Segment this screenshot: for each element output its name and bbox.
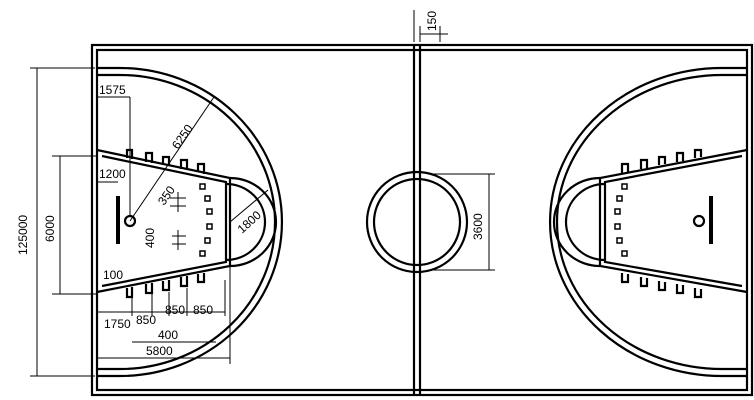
right-free-throw-circle-inner — [564, 182, 606, 262]
label-lane-1750: 1750 — [104, 317, 131, 331]
label-6000: 6000 — [43, 215, 57, 242]
label-100: 100 — [103, 268, 123, 282]
label-150: 150 — [425, 11, 439, 31]
left-key-inner — [101, 154, 228, 288]
label-350: 350 — [155, 183, 178, 208]
center-circle-inner — [372, 177, 462, 267]
label-400-vertical: 400 — [143, 228, 157, 248]
label-400-horizontal: 400 — [158, 328, 178, 342]
label-1200: 1200 — [99, 167, 126, 181]
left-lane-marks-bottom — [125, 273, 206, 299]
left-free-throw-circle-outer — [229, 176, 278, 268]
center-circle-outer — [365, 170, 469, 274]
label-3600: 3600 — [471, 213, 485, 240]
dim-6250-line — [129, 96, 215, 222]
label-1800: 1800 — [235, 208, 264, 236]
right-three-point-arc-inner — [555, 73, 747, 371]
label-6250: 6250 — [169, 122, 196, 152]
left-restricted-dots — [199, 183, 213, 257]
right-lane-marks-bottom — [620, 273, 703, 299]
left-free-throw-circle-inner — [225, 182, 267, 262]
right-key-inner — [603, 154, 743, 288]
court-outer-boundary — [90, 43, 754, 397]
right-lane-marks-top — [620, 148, 703, 173]
court-inner-boundary — [95, 48, 749, 392]
right-three-point-arc-outer — [548, 66, 747, 378]
right-restricted-dots — [614, 183, 628, 257]
label-lane-850-a: 850 — [136, 313, 156, 327]
right-key-outer — [598, 148, 748, 294]
dim-350-marks — [170, 192, 186, 250]
label-1575: 1575 — [99, 83, 126, 97]
label-lane-850-b: 850 — [165, 303, 185, 317]
label-125000: 125000 — [16, 215, 30, 255]
right-basket-ring — [692, 214, 706, 228]
label-lane-850-c: 850 — [193, 303, 213, 317]
label-5800: 5800 — [146, 344, 173, 358]
right-free-throw-circle-outer — [552, 176, 601, 268]
left-three-point-arc-outer — [97, 66, 284, 378]
dim-1800-line — [229, 189, 269, 223]
